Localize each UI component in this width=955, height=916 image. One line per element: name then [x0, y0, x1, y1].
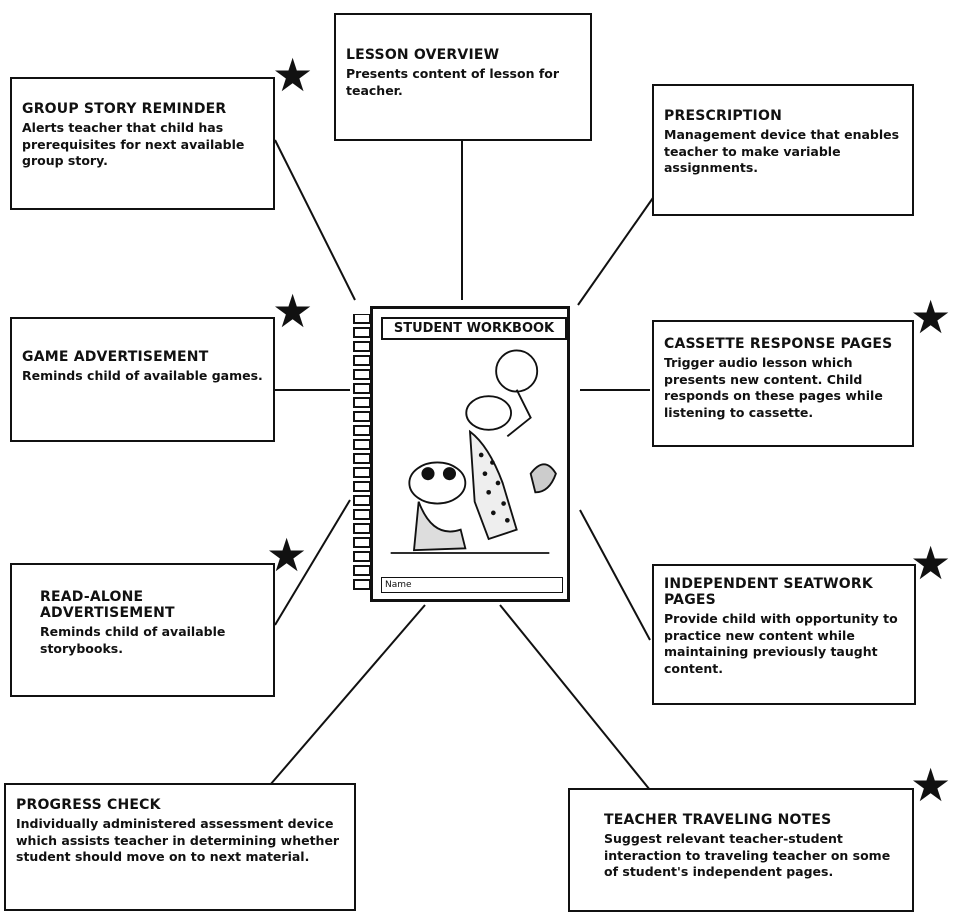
read-alone-desc: Reminds child of available storybooks. — [40, 624, 226, 656]
star-icon: ★ — [910, 290, 952, 344]
cassette-response-desc: Trigger audio lesson which presents new … — [664, 355, 883, 420]
group-story-reminder-desc: Alerts teacher that child has prerequisi… — [22, 120, 245, 168]
lesson-overview-title: LESSON OVERVIEW — [346, 47, 500, 63]
group-story-reminder-box: GROUP STORY REMINDER Alerts teacher that… — [10, 77, 275, 210]
star-icon: ★ — [272, 284, 314, 338]
connector-teacher-notes — [499, 604, 651, 791]
progress-check-desc: Individually administered assessment dev… — [16, 816, 340, 864]
progress-check-box: PROGRESS CHECK Individually administered… — [4, 783, 356, 911]
connector-read-alone — [274, 499, 351, 626]
workbook-cover: STUDENT WORKBOOK Name — [370, 306, 570, 602]
connector-group-story — [274, 139, 356, 301]
cassette-response-title: CASSETTE RESPONSE PAGES — [664, 336, 893, 352]
connector-seatwork — [579, 509, 651, 641]
lesson-overview-box: LESSON OVERVIEW Presents content of less… — [334, 13, 592, 141]
seatwork-box: INDEPENDENT SEATWORK PAGES Provide child… — [652, 564, 916, 705]
seatwork-desc: Provide child with opportunity to practi… — [664, 611, 898, 676]
prescription-desc: Management device that enables teacher t… — [664, 127, 900, 175]
connector-prescription — [577, 194, 656, 306]
workbook-name-field: Name — [381, 577, 563, 593]
seatwork-title: INDEPENDENT SEATWORK PAGES — [664, 576, 873, 608]
star-icon: ★ — [266, 528, 308, 582]
star-icon: ★ — [910, 758, 952, 812]
game-advertisement-box: GAME ADVERTISEMENT Reminds child of avai… — [10, 317, 275, 442]
prescription-title: PRESCRIPTION — [664, 108, 782, 124]
teacher-notes-title: TEACHER TRAVELING NOTES — [604, 812, 832, 828]
game-advertisement-title: GAME ADVERTISEMENT — [22, 349, 209, 365]
workbook-illustration — [390, 349, 557, 554]
star-icon: ★ — [910, 536, 952, 590]
group-story-reminder-title: GROUP STORY REMINDER — [22, 101, 227, 117]
game-advertisement-desc: Reminds child of available games. — [22, 368, 263, 383]
read-alone-box: READ-ALONE ADVERTISEMENT Reminds child o… — [10, 563, 275, 697]
lesson-overview-desc: Presents content of lesson for teacher. — [346, 66, 560, 98]
teacher-notes-desc: Suggest relevant teacher-student interac… — [604, 831, 891, 879]
star-icon: ★ — [272, 48, 314, 102]
workbook-title: STUDENT WORKBOOK — [381, 317, 567, 340]
student-workbook: STUDENT WORKBOOK Name — [350, 300, 580, 610]
prescription-box: PRESCRIPTION Management device that enab… — [652, 84, 914, 216]
connector-progress — [269, 604, 426, 786]
progress-check-title: PROGRESS CHECK — [16, 797, 161, 813]
teacher-notes-box: TEACHER TRAVELING NOTES Suggest relevant… — [568, 788, 914, 912]
cassette-response-box: CASSETTE RESPONSE PAGES Trigger audio le… — [652, 320, 914, 447]
read-alone-title: READ-ALONE ADVERTISEMENT — [40, 589, 175, 621]
